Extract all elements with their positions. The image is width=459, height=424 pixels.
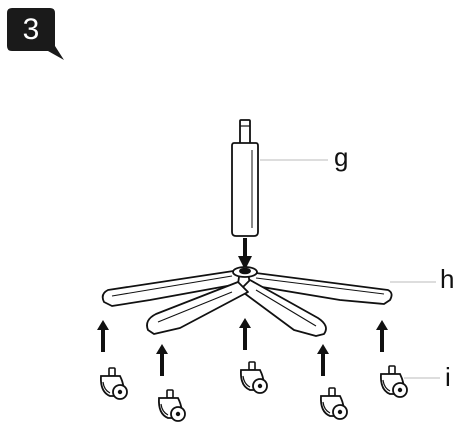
gas-lift (231, 119, 259, 237)
step-number: 3 (22, 13, 40, 46)
step-badge (7, 8, 64, 60)
caster-arrows (97, 318, 388, 376)
down-arrow (238, 238, 252, 270)
label-base: h (440, 264, 455, 294)
label-casters: i (445, 362, 451, 392)
casters (100, 361, 408, 422)
chair-base (101, 266, 393, 337)
label-gas-lift: g (334, 142, 349, 172)
